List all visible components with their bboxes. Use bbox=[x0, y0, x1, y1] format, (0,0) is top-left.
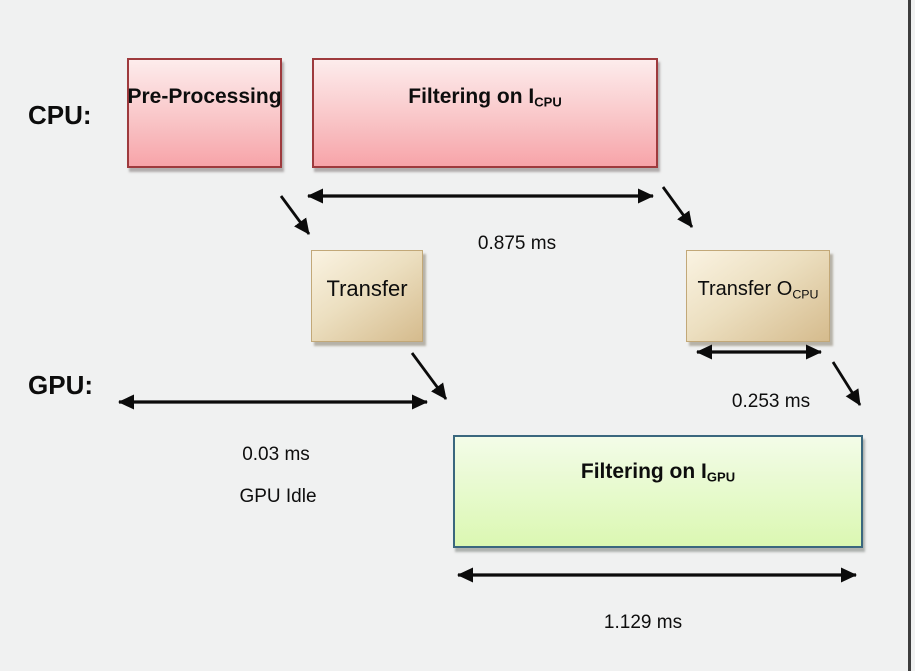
filtering-cpu-label-subscript: CPU bbox=[534, 94, 562, 110]
cpu-row-label: CPU: bbox=[28, 100, 92, 130]
transfer-ocpu-box: Transfer OCPU bbox=[686, 250, 830, 342]
pre-processing-label: Pre-Processing bbox=[127, 85, 282, 108]
right-edge-line bbox=[908, 0, 911, 671]
filtering-cpu-label: Filtering on ICPU bbox=[408, 86, 561, 109]
pre-to-transfer-arrow bbox=[279, 195, 311, 235]
filtering-gpu-box: Filtering on IGPU bbox=[453, 435, 863, 548]
filtering-to-transfer-ocpu-arrow bbox=[661, 186, 694, 228]
transfer-ocpu-label-main: Transfer O bbox=[697, 278, 793, 300]
transfer-ocpu-out-arrow bbox=[831, 361, 862, 406]
gpu-idle-time-label: 0.03 ms bbox=[242, 444, 310, 465]
filtering-cpu-box: Filtering on ICPU bbox=[312, 58, 658, 168]
filtering-gpu-time-label: 1.129 ms bbox=[603, 612, 683, 633]
pre-processing-box: Pre-Processing bbox=[127, 58, 282, 168]
filtering-gpu-label: Filtering on IGPU bbox=[581, 461, 735, 484]
transfer-ocpu-time-label: 0.253 ms bbox=[731, 391, 811, 412]
transfer-to-gpu-arrow bbox=[410, 352, 448, 400]
transfer-box: Transfer bbox=[311, 250, 423, 342]
transfer-label: Transfer bbox=[326, 276, 408, 301]
gpu-row-label: GPU: bbox=[28, 370, 93, 400]
gpu-idle-text-label: GPU Idle bbox=[239, 486, 317, 507]
filtering-cpu-label-main: Filtering on I bbox=[408, 85, 535, 108]
filtering-cpu-time-label: 0.875 ms bbox=[477, 233, 557, 254]
transfer-ocpu-label-subscript: CPU bbox=[792, 287, 819, 302]
filtering-gpu-label-main: Filtering on I bbox=[580, 460, 707, 483]
filtering-gpu-label-subscript: GPU bbox=[706, 469, 736, 485]
transfer-ocpu-label: Transfer OCPU bbox=[697, 279, 818, 301]
